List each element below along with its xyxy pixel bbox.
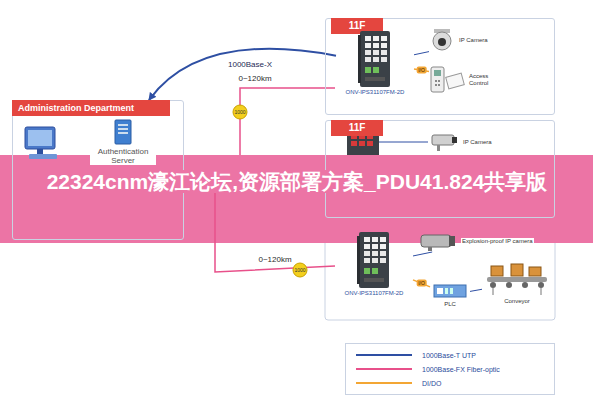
distance-label: 0~120km (236, 74, 273, 83)
node-text: IP Camera (458, 37, 489, 43)
legend-sample (354, 363, 414, 375)
floor-panel: 11F IP Camera (325, 120, 555, 218)
switch-node: ONV-IPS31107FM-2D (335, 232, 413, 296)
node-text: Access Control (468, 73, 502, 87)
access-node: Access Control (429, 65, 539, 95)
switch-node: ONV-IPS31107FM-2D (336, 31, 414, 95)
node-text: Conveyor (503, 298, 531, 304)
connector (413, 252, 432, 256)
watermark-band (0, 155, 593, 243)
explosion-proof-camera (418, 230, 458, 252)
switch-icon (357, 232, 391, 288)
node-text: ONV-IPS31107FM-2D (344, 290, 405, 296)
utp-line (379, 142, 428, 143)
node-text: Explosion-proof IP camera (461, 238, 534, 244)
conveyor-node: Conveyor (482, 262, 552, 304)
edge-label: I/O (416, 67, 427, 74)
node-text: PLC (443, 301, 457, 307)
connector (413, 280, 430, 287)
fiber-line (184, 88, 335, 160)
connector (149, 49, 336, 100)
camera-node: IP Camera (429, 131, 539, 153)
legend-sample (354, 349, 414, 361)
server-icon (110, 119, 136, 145)
legend-box: 1000Base-T UTP 1000Base-FX Fiber-opticDI/… (345, 343, 555, 395)
fiber-marker: 1000 (293, 263, 308, 278)
server-node: Authentication Server (83, 119, 163, 165)
node-text: Authentication Server (90, 147, 156, 165)
legend-text: DI/DO (422, 380, 441, 387)
watermark-text: 22324cnm濠江论坛,资源部署方案_PDU41.824共享版 (42, 169, 552, 195)
legend-sample (354, 377, 414, 389)
camera-node: IP Camera (429, 27, 539, 53)
edge-label: 0~120km (256, 255, 293, 264)
dome-camera (429, 27, 455, 53)
connector (414, 52, 429, 55)
pc-icon (23, 125, 63, 161)
access-control-icon (429, 65, 465, 95)
plc-icon (433, 283, 467, 299)
node-text: 11F (331, 120, 383, 136)
conveyor-icon (485, 262, 549, 296)
node-text: IP Camera (462, 139, 493, 145)
legend-text: 1000Base-FX Fiber-optic (422, 366, 500, 373)
edge-label: I/O (416, 280, 427, 287)
connector (184, 183, 335, 272)
legend-text: 1000Base-T UTP (422, 352, 476, 359)
connector (470, 289, 482, 291)
edge-label: 1000Base-X (226, 60, 274, 69)
plc-node: PLC (430, 283, 470, 307)
fiber-marker: 1000 (233, 105, 248, 120)
floor-panel: 11FONV-IPS31107FM-2DIP CameraAccess Cont… (325, 18, 555, 115)
switch-icon (358, 31, 392, 87)
node-text: Administration Department (12, 100, 170, 116)
camera-node: Explosion-proof IP camera (418, 230, 553, 252)
bullet-camera (429, 131, 459, 153)
floor-panel (325, 225, 555, 320)
node-text: ONV-IPS31107FM-2D (345, 89, 406, 95)
